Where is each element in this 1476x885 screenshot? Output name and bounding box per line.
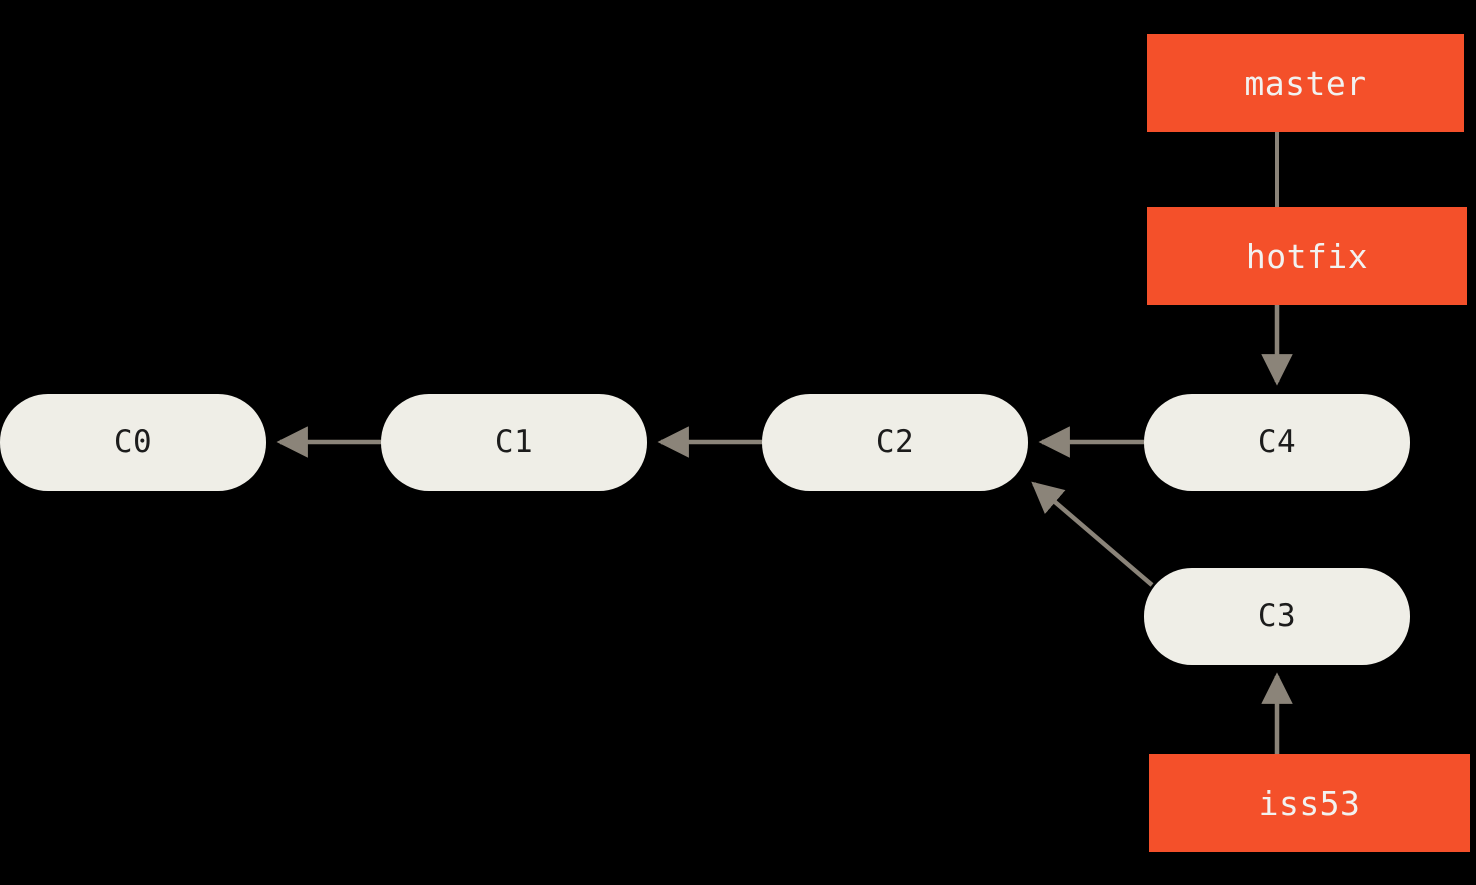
commit-label-c0: C0	[113, 424, 153, 460]
commit-node-c2[interactable]: C2	[762, 394, 1028, 491]
branch-box-master[interactable]: master	[1147, 34, 1464, 132]
edge-c3-to-c2	[1031, 481, 1154, 587]
commit-label-c1: C1	[494, 424, 534, 460]
commit-label-c4: C4	[1257, 424, 1297, 460]
branch-box-hotfix[interactable]: hotfix	[1147, 207, 1467, 305]
commit-node-c1[interactable]: C1	[381, 394, 647, 491]
commit-node-c3[interactable]: C3	[1144, 568, 1410, 665]
commit-label-c2: C2	[875, 424, 915, 460]
commit-node-c0[interactable]: C0	[0, 394, 266, 491]
commit-label-c3: C3	[1257, 598, 1297, 634]
branch-label-master: master	[1244, 63, 1367, 103]
branch-label-iss53: iss53	[1258, 783, 1361, 823]
branch-box-iss53[interactable]: iss53	[1149, 754, 1470, 852]
branch-label-hotfix: hotfix	[1245, 236, 1369, 276]
commit-node-c4[interactable]: C4	[1144, 394, 1410, 491]
